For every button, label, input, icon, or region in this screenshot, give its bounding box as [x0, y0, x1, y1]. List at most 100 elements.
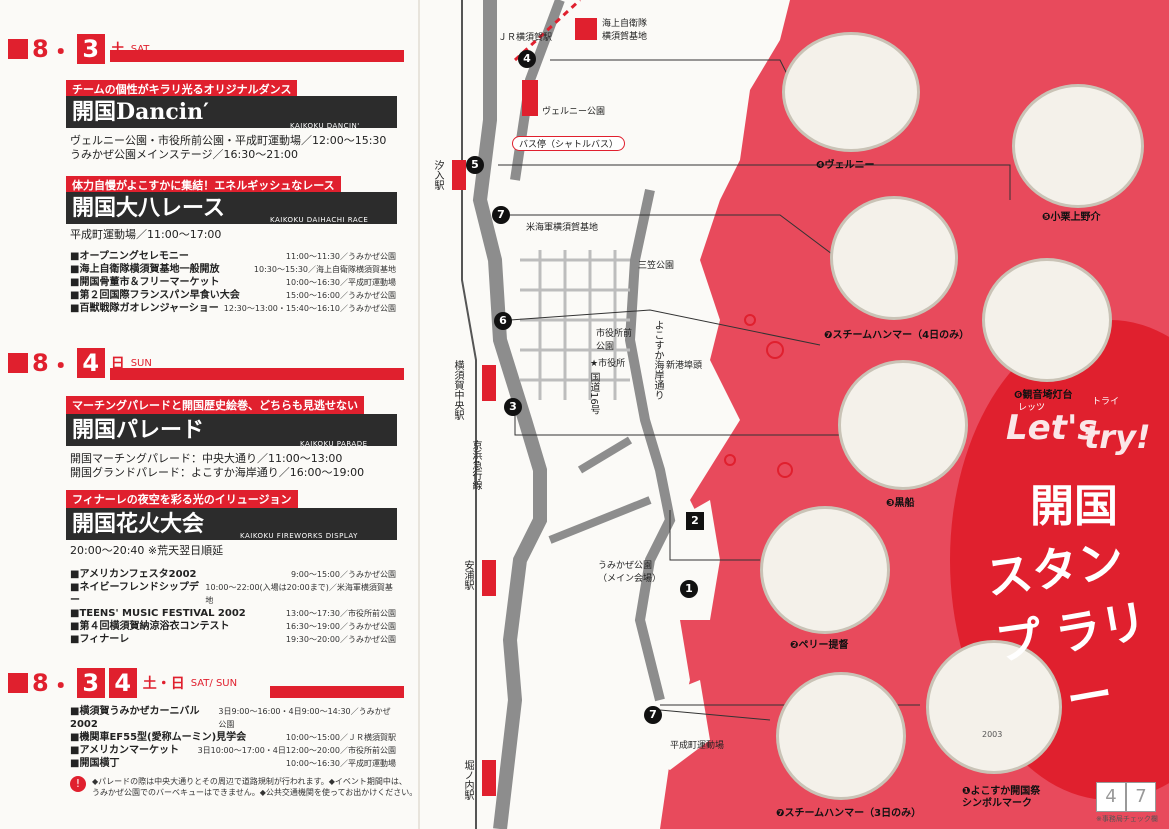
check-note: ※事務局チェック欄 — [1096, 815, 1158, 823]
stamp-point-6[interactable]: 6 — [494, 312, 512, 330]
stamp-point-3[interactable]: 3 — [504, 398, 522, 416]
dot: ・ — [48, 37, 73, 66]
stamp-point-2[interactable]: 2 — [686, 512, 704, 530]
event-tagline: 体力自慢がよこすかに集結！エネルギッシュなレース — [66, 176, 341, 194]
month: 8 — [32, 35, 49, 63]
map-panel: ＪＲ横須賀駅 海上自衛隊 横須賀基地 ヴェルニー公園 バス停（シャトルバス） 米… — [420, 0, 1169, 829]
lets-text: Let's — [1006, 408, 1098, 448]
stamp-symbol — [926, 640, 1062, 774]
weekday: 土・日 — [142, 676, 185, 692]
event-info: ヴェルニー公園・市役所前公園・平成町運動場／12:00〜15:30 うみかぜ公園… — [70, 134, 386, 162]
ruby-try: トライ — [1092, 397, 1120, 407]
label-keikyu-line: 京浜急行線 — [470, 440, 481, 490]
info-line: ヴェルニー公園・市役所前公園・平成町運動場／12:00〜15:30 — [70, 134, 387, 147]
label-bus-stop: バス停（シャトルバス） — [512, 136, 626, 151]
title-kaikoku: 開国 — [1030, 481, 1118, 532]
label-kaigan-dori: よこすか海岸通り — [652, 320, 663, 400]
stamp-point-1[interactable]: 1 — [680, 580, 698, 598]
weekday-en: SUN — [130, 357, 152, 369]
label-horinouchi-station: 堀ノ内駅 — [462, 760, 473, 800]
label-verny-park: ヴェルニー公園 — [542, 107, 606, 117]
stamp-steam-hammer — [830, 196, 958, 320]
label-route16: 国道16号 — [588, 372, 599, 415]
stamp-oguri — [1012, 84, 1144, 208]
weekday-en: SAT/ SUN — [190, 677, 238, 689]
event-tagline: チームの個性がキラリ光るオリジナルダンス — [66, 80, 298, 98]
info-line: 開国マーチングパレード：中央大通り／11:00〜13:00 — [70, 452, 343, 465]
stamp-steam-hammer-b — [776, 672, 906, 800]
event-info: 開国マーチングパレード：中央大通り／11:00〜13:00 開国グランドパレード… — [70, 452, 364, 480]
caption-steam-hammer-3: ❼スチームハンマー（3日のみ） — [776, 808, 922, 819]
dot: ・ — [48, 351, 73, 380]
caption-steam-hammer-4: ❼スチームハンマー（4日のみ） — [824, 330, 970, 341]
label-shioiri-station: 汐入駅 — [432, 160, 443, 190]
fireworks-decoration — [724, 314, 793, 478]
page-fold — [418, 0, 420, 829]
header-bar — [110, 50, 404, 62]
base-marker — [575, 18, 597, 40]
event-info: 20:00〜20:40 ※荒天翌日順延 — [70, 544, 224, 557]
check-box-b: 7 — [1126, 782, 1156, 812]
header-bar — [110, 368, 404, 380]
check-box-a: 4 — [1096, 782, 1126, 812]
stamp-point-5[interactable]: 5 — [466, 156, 484, 174]
symbol-year: 2003 — [982, 730, 1003, 739]
road — [548, 496, 652, 544]
stamp-point-7b[interactable]: 7 — [644, 706, 662, 724]
date-header-4: 8 ・ 4 日 SUN — [8, 348, 152, 380]
dot: ・ — [48, 671, 73, 700]
station-marker — [482, 760, 496, 796]
event-subtitle: KAIKOKU DAIHACHI RACE — [270, 216, 369, 224]
stamp-black-ship — [838, 360, 968, 490]
stamp-point-4[interactable]: 4 — [518, 50, 536, 68]
ruby-lets: レッツ — [1018, 403, 1046, 413]
land-block — [650, 680, 710, 770]
day-number: 4 — [108, 668, 137, 698]
month: 8 — [32, 669, 49, 697]
label-heisei-ground: 平成町運動場 — [670, 741, 725, 751]
event-title: 開国パレード — [66, 414, 397, 446]
label-chuo-station: 横須賀中央駅 — [452, 360, 463, 420]
header-bar — [270, 686, 404, 698]
label-yasuura-station: 安浦駅 — [462, 560, 473, 590]
event-info: 平成町運動場／11:00〜17:00 — [70, 228, 222, 241]
caption-black-ship: ❸黒船 — [886, 498, 915, 509]
caption-oguri: ❺小栗上野介 — [1042, 212, 1101, 223]
caption-lighthouse: ❻観音埼灯台 — [1014, 390, 1073, 401]
bullet-square — [8, 673, 28, 693]
label-msdf-base: 海上自衛隊 横須賀基地 — [602, 19, 648, 42]
day-number: 3 — [76, 34, 105, 64]
label-mikasa-park: 三笠公園 — [638, 261, 675, 271]
day-number: 4 — [76, 348, 105, 378]
day-number: 3 — [76, 668, 105, 698]
coastal-road — [624, 188, 676, 702]
label-navy-base: 米海軍横須賀基地 — [526, 223, 599, 233]
caption-symbol: ❶よこすか開国祭 シンボルマーク — [962, 786, 1041, 809]
event-title: 開国大八レース — [66, 192, 397, 224]
label-shinko-pier: 新港埠頭 — [666, 361, 703, 371]
event-title: 開国花火大会 — [66, 508, 397, 540]
try-text: try! — [1084, 418, 1151, 456]
rail-line — [461, 0, 477, 829]
leader-lines — [498, 59, 1011, 721]
label-cityhall-park: 市役所前 公園 — [596, 329, 633, 352]
label-umikaze-park: うみかぜ公園 （メイン会場） — [598, 561, 662, 584]
footnote: ◆パレードの際は中央大通りとその周辺で道路規制が行われます。◆イベント期間中は、… — [92, 777, 418, 797]
stamp-point-7[interactable]: 7 — [492, 206, 510, 224]
